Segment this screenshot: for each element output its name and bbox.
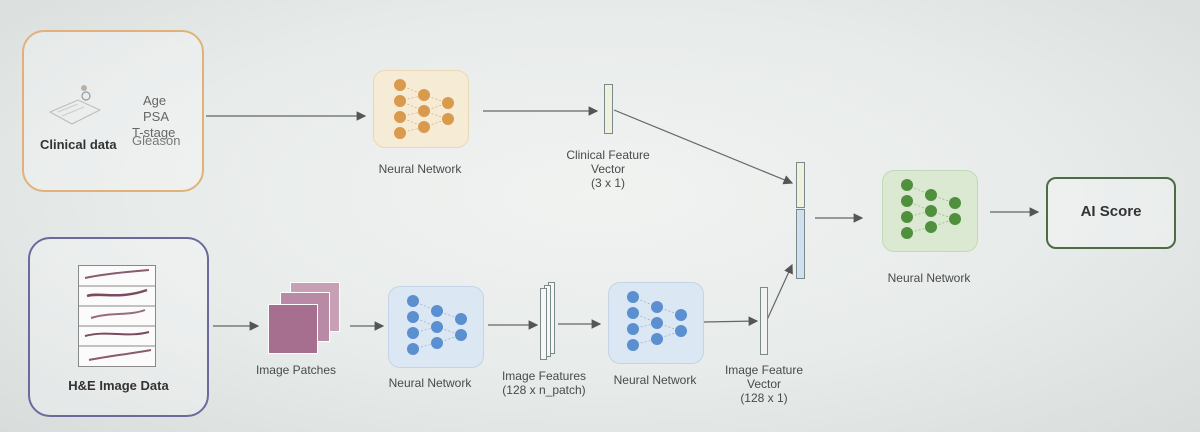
he-image-data-title: H&E Image Data: [68, 378, 169, 393]
clinical-vec-label-2: Vector: [590, 162, 626, 176]
clinical-nn-label: Neural Network: [378, 162, 462, 176]
clinical-field-gleason: Gleason: [132, 133, 181, 148]
ai-score-label: AI Score: [1080, 203, 1142, 220]
image-vec-label-3: (128 x 1): [740, 391, 788, 405]
clinical-data-box: Clinical data Age PSA T-stage Gleason: [22, 30, 204, 192]
he-image-data-box: H&E Image Data: [28, 237, 209, 417]
ai-score-box: AI Score: [1046, 177, 1176, 249]
image-neural-network-2: [608, 282, 704, 364]
clinical-field-tstage: T-stage: [132, 125, 176, 140]
image-vec-label-1: Image Feature: [724, 363, 804, 377]
concat-clinical-segment: [796, 162, 805, 208]
image-nn-2-label: Neural Network: [613, 373, 697, 387]
image-nn-1-label: Neural Network: [388, 376, 472, 390]
image-patches-label: Image Patches: [255, 363, 337, 377]
clinical-feature-vector: [604, 84, 613, 134]
concat-image-segment: [796, 209, 805, 279]
final-neural-network: [882, 170, 978, 252]
clinical-data-title: Clinical data: [40, 137, 117, 152]
slide-stack-icon: [78, 265, 156, 367]
image-neural-network-1: [388, 286, 484, 368]
image-vec-label-2: Vector: [746, 377, 782, 391]
image-features-label-1: Image Features: [501, 369, 587, 383]
clinical-neural-network: [373, 70, 469, 148]
clinical-vec-label-3: (3 x 1): [590, 176, 625, 190]
image-feature-vector: [760, 287, 768, 355]
final-nn-label: Neural Network: [887, 271, 971, 285]
image-features-stack: [540, 282, 560, 360]
image-features-label-2: (128 x n_patch): [502, 383, 586, 397]
clinical-record-icon: [48, 85, 102, 125]
clinical-vec-label-1: Clinical Feature: [566, 148, 650, 162]
image-patches-icon: [266, 282, 346, 356]
clinical-field-age: Age: [143, 93, 167, 108]
clinical-field-psa: PSA: [143, 109, 170, 124]
